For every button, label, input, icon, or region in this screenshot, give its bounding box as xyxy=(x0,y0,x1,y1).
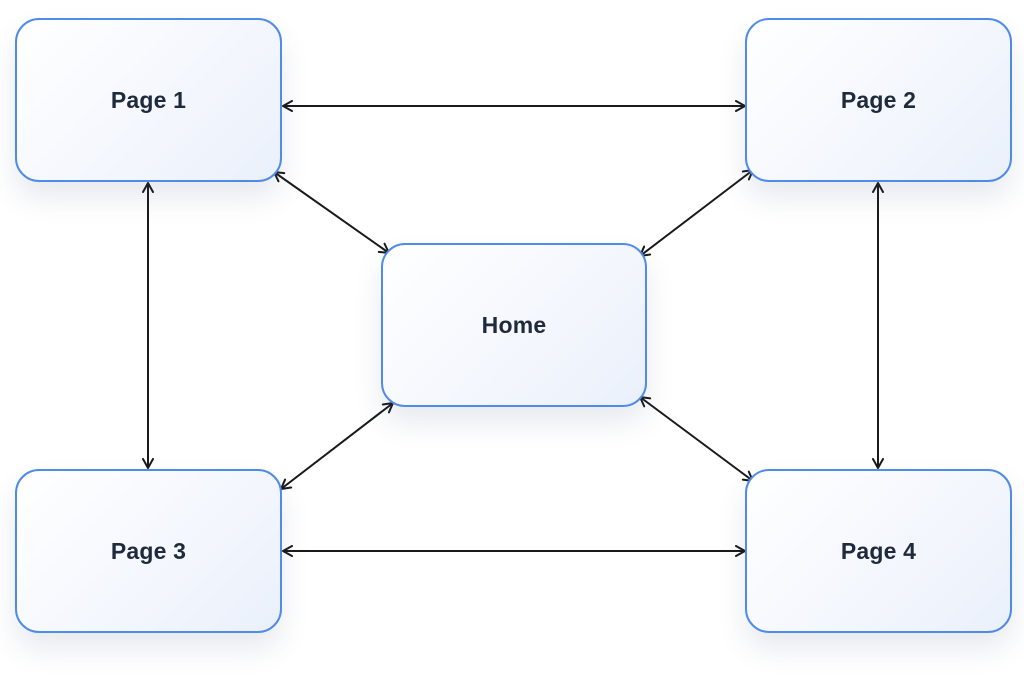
page-1-label: Page 1 xyxy=(110,86,187,113)
page-4-label: Page 4 xyxy=(840,537,917,564)
page-1-node: Page 1 xyxy=(15,18,282,182)
arrow-page1-home xyxy=(273,171,390,254)
home-node: Home xyxy=(381,243,647,407)
page-2-label: Page 2 xyxy=(840,86,917,113)
page-2-node: Page 2 xyxy=(745,18,1012,182)
arrow-page4-home xyxy=(639,396,754,482)
page-3-node: Page 3 xyxy=(15,469,282,633)
arrow-page3-home xyxy=(280,402,394,490)
home-label: Home xyxy=(481,311,547,338)
page-4-node: Page 4 xyxy=(745,469,1012,633)
arrow-page2-home xyxy=(639,169,754,257)
page-3-label: Page 3 xyxy=(110,537,187,564)
